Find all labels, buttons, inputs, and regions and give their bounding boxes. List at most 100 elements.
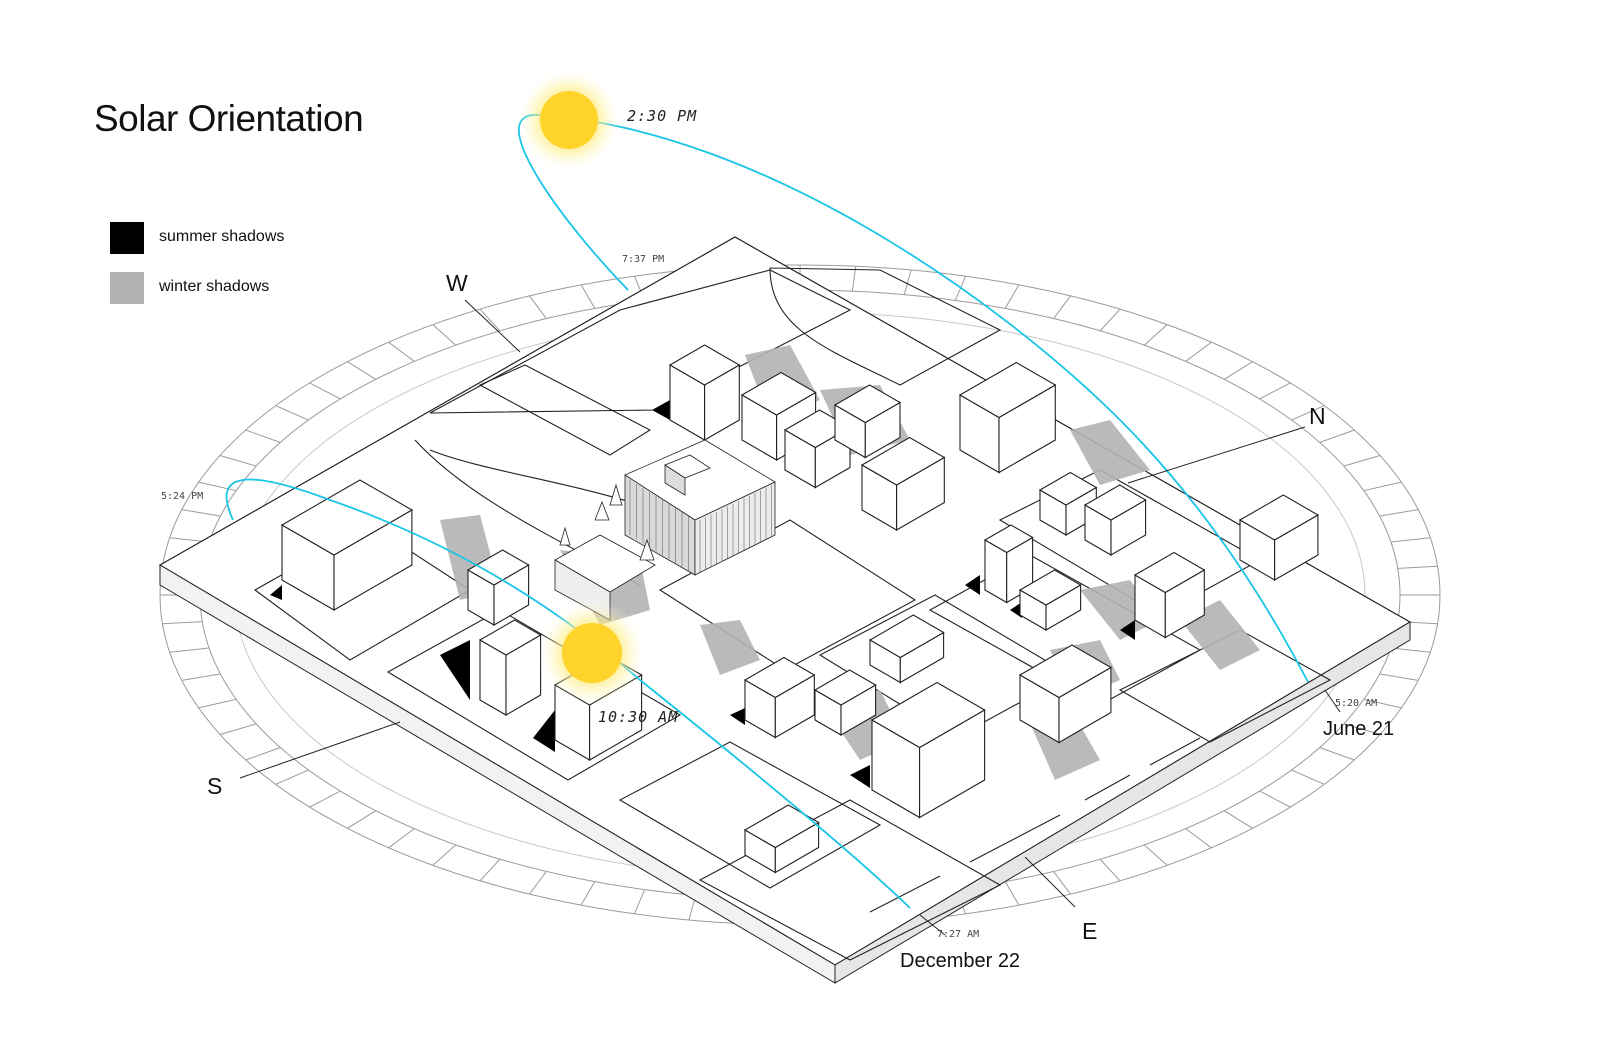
ring-tick <box>219 723 257 735</box>
sun-time-june: 2:30 PM <box>627 107 698 125</box>
ring-tick <box>903 269 912 295</box>
ring-tick <box>1319 747 1355 761</box>
sun-path-june <box>518 114 1309 683</box>
ring-tick <box>275 769 309 785</box>
ring-tick <box>1053 295 1071 319</box>
summer-shadow-swatch <box>110 222 144 254</box>
legend-label-summer: summer shadows <box>159 228 285 245</box>
building-face <box>740 371 817 416</box>
compass-south: S <box>207 773 223 799</box>
building-face <box>983 524 1034 554</box>
legend-label-winter: winter shadows <box>159 278 270 295</box>
building-face <box>478 619 542 656</box>
ring-tick <box>1363 698 1402 709</box>
building-face <box>1083 484 1147 521</box>
ring-tick <box>1004 284 1020 309</box>
ring-tick <box>479 858 501 882</box>
ring-tick <box>1259 790 1291 808</box>
ring-tick <box>388 828 415 849</box>
building-face <box>870 681 986 749</box>
building-face <box>833 384 902 424</box>
date-december: December 22 <box>900 950 1021 972</box>
ring-tick <box>275 405 309 421</box>
ring-tick <box>245 429 281 443</box>
building-face <box>813 669 877 706</box>
ring-tick <box>1343 723 1381 735</box>
building-face <box>743 804 820 849</box>
ring-tick <box>245 747 281 761</box>
sun-june <box>517 68 621 172</box>
building-face <box>958 361 1057 419</box>
ring-tick <box>1319 429 1355 443</box>
ring-tick <box>1004 881 1020 906</box>
compass-west: W <box>446 270 468 296</box>
building-face <box>860 436 946 486</box>
ring-tick <box>1397 565 1438 569</box>
building-face <box>668 344 741 386</box>
ring-tick <box>1291 769 1325 785</box>
ring-tick <box>219 455 257 467</box>
building-face <box>1238 494 1319 541</box>
ring-tick <box>309 790 341 808</box>
ring-tick <box>1185 341 1212 362</box>
ring-tick <box>1099 858 1121 882</box>
ring-tick <box>479 308 501 332</box>
compass-east: E <box>1082 918 1098 944</box>
ring-tick <box>309 382 341 400</box>
sunset-june: 7:37 PM <box>622 254 665 265</box>
ring-tick <box>1343 455 1381 467</box>
ring-tick <box>633 889 646 914</box>
ring-tick <box>1224 810 1253 829</box>
ring-tick <box>1143 324 1168 346</box>
building-face <box>466 549 530 586</box>
page-title: Solar Orientation <box>94 98 364 139</box>
ring-tick <box>1053 871 1071 895</box>
ring-tick <box>529 871 547 895</box>
ring-tick <box>181 509 221 517</box>
sunrise-june: 5:20 AM <box>1335 698 1378 709</box>
buildings <box>280 344 1319 874</box>
summer-shadows <box>270 400 1135 788</box>
ring-tick <box>162 621 203 625</box>
ring-tick <box>1185 828 1212 849</box>
ring-tick <box>198 481 237 492</box>
building-face <box>1038 471 1098 506</box>
building-face <box>1133 551 1206 594</box>
ring-tick <box>181 673 221 681</box>
ring-tick <box>169 647 210 653</box>
ring-tick <box>1291 405 1325 421</box>
ring-tick <box>432 324 457 346</box>
historic-building <box>624 439 776 576</box>
ring-tick <box>529 295 547 319</box>
building-face <box>868 614 945 659</box>
sun-path-december <box>225 478 911 909</box>
ring-tick <box>580 284 596 309</box>
ring-tick <box>347 361 376 380</box>
site-base <box>158 236 1412 984</box>
building-face <box>1018 644 1112 699</box>
date-june: June 21 <box>1323 718 1395 740</box>
ring-tick <box>198 698 237 709</box>
building-face <box>1018 569 1082 606</box>
ring-tick <box>1379 673 1419 681</box>
ring-tick <box>1259 382 1291 400</box>
sunset-december: 5:24 PM <box>161 491 204 502</box>
ring-tick <box>1379 509 1419 517</box>
ring-tick <box>1224 361 1253 380</box>
building-face <box>280 479 414 556</box>
sun-december <box>538 599 646 707</box>
ring-tick <box>1143 844 1168 866</box>
ring-tick <box>1390 647 1431 653</box>
sunrise-december: 7:27 AM <box>937 929 980 940</box>
ring-tick <box>1363 481 1402 492</box>
ring-tick <box>851 266 857 292</box>
sun-time-december: 10:30 AM <box>598 708 679 726</box>
winter-shadow-swatch <box>110 272 144 304</box>
pointer-lines <box>239 299 1341 936</box>
building-face <box>743 656 816 699</box>
ring-tick <box>580 881 596 906</box>
ring-tick <box>432 844 457 866</box>
ring-tick <box>388 341 415 362</box>
